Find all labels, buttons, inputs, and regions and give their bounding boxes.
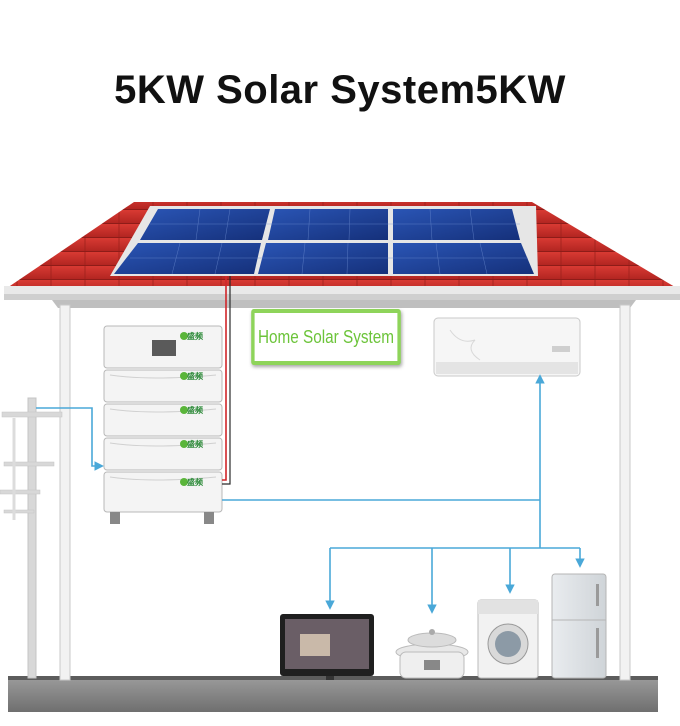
power-flow-lines — [36, 374, 585, 614]
ground — [8, 678, 658, 712]
battery-brand-label: 盛频 — [187, 406, 203, 415]
house-post-right — [619, 304, 631, 681]
page-title: 5KW Solar System5KW — [114, 68, 566, 112]
solar-panel — [393, 243, 534, 274]
battery-brand-label: 盛频 — [187, 332, 203, 341]
battery-brand-label: 盛频 — [187, 440, 203, 449]
house-post-left — [59, 304, 71, 681]
solar-panel — [114, 243, 261, 274]
solar-panel — [393, 209, 520, 240]
air-conditioner — [433, 317, 581, 377]
home-solar-system-label: Home Solar System — [251, 309, 401, 365]
utility-pole — [0, 397, 63, 679]
solar-panel — [140, 209, 270, 240]
television — [280, 614, 374, 680]
battery-stack — [103, 325, 223, 524]
solar-panel — [268, 209, 388, 240]
battery-brand-label: 盛频 — [187, 372, 203, 381]
solar-panel-array — [110, 206, 538, 276]
solar-panel — [258, 243, 388, 274]
refrigerator — [551, 573, 607, 679]
dc-wire — [222, 276, 231, 485]
washing-machine — [477, 599, 539, 679]
battery-brand-label: 盛频 — [187, 478, 203, 487]
rice-cooker — [395, 629, 469, 679]
